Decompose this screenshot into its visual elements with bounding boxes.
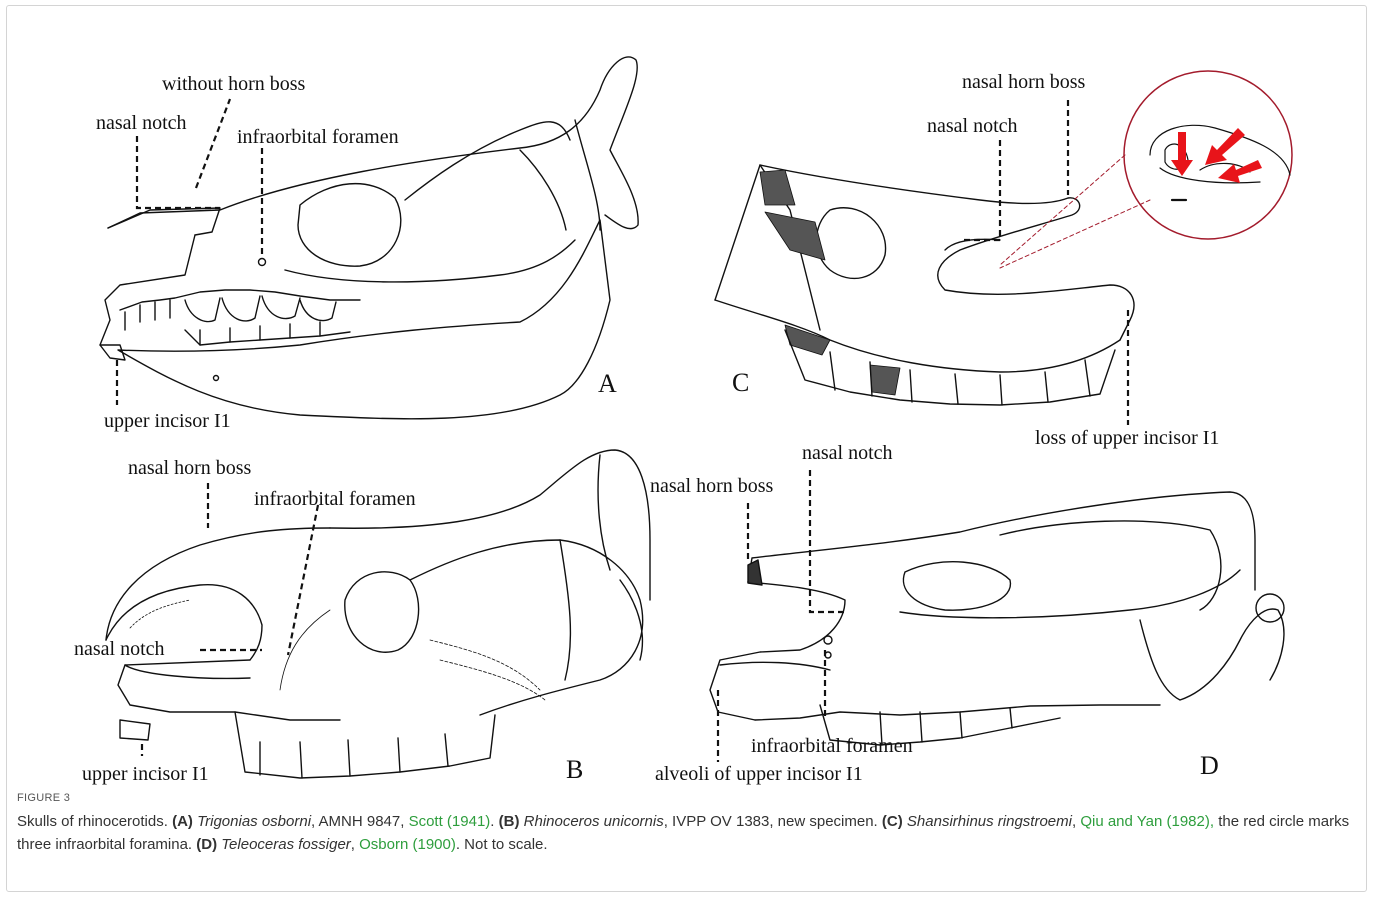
caption-d-tag: (D) xyxy=(196,836,217,853)
label-a-without-horn-boss: without horn boss xyxy=(162,73,306,95)
caption-b-tag: (B) xyxy=(499,813,520,830)
label-b-nasal-notch: nasal notch xyxy=(74,638,165,660)
label-d-infraorbital-foramen: infraorbital foramen xyxy=(751,735,913,757)
label-d-nasal-horn-boss: nasal horn boss xyxy=(650,475,774,497)
caption-b-specimen: , IVPP OV 1383, new specimen. xyxy=(664,813,882,830)
caption-c-reference-link[interactable]: Qiu and Yan (1982), xyxy=(1080,813,1214,830)
figure-caption: Skulls of rhinocerotids. (A) Trigonias o… xyxy=(17,810,1357,856)
caption-d-species: Teleoceras fossiger xyxy=(221,836,351,853)
caption-d-sep: , xyxy=(351,836,359,853)
label-c-loss-incisor: loss of upper incisor I1 xyxy=(1035,427,1219,449)
label-d-nasal-notch: nasal notch xyxy=(802,442,893,464)
label-a-nasal-notch: nasal notch xyxy=(96,112,187,134)
label-c-nasal-horn-boss: nasal horn boss xyxy=(962,71,1086,93)
panel-letter-c: C xyxy=(732,368,749,397)
caption-a-end: . xyxy=(490,813,498,830)
caption-intro: Skulls of rhinocerotids. xyxy=(17,813,172,830)
skull-d-drawing xyxy=(710,492,1284,745)
panel-letter-a: A xyxy=(598,369,617,398)
caption-a-tag: (A) xyxy=(172,813,193,830)
caption-a-species: Trigonias osborni xyxy=(197,813,311,830)
label-a-upper-incisor: upper incisor I1 xyxy=(104,410,231,432)
caption-c-tag: (C) xyxy=(882,813,903,830)
label-b-nasal-horn-boss: nasal horn boss xyxy=(128,457,252,479)
skull-c-drawing xyxy=(715,165,1134,405)
caption-a-specimen: , AMNH 9847, xyxy=(311,813,409,830)
label-c-nasal-notch: nasal notch xyxy=(927,115,1018,137)
caption-a-reference-link[interactable]: Scott (1941) xyxy=(409,813,491,830)
caption-c-species: Shansirhinus ringstroemi xyxy=(907,813,1072,830)
leader-lines xyxy=(117,99,1128,762)
caption-d-end: . Not to scale. xyxy=(456,836,548,853)
caption-d-reference-link[interactable]: Osborn (1900) xyxy=(359,836,456,853)
figure-artwork: without horn boss nasal notch infraorbit… xyxy=(0,0,1375,790)
label-d-alveoli: alveoli of upper incisor I1 xyxy=(655,763,863,785)
figure-label: FIGURE 3 xyxy=(17,792,70,804)
label-b-upper-incisor: upper incisor I1 xyxy=(82,763,209,785)
caption-b-species: Rhinoceros unicornis xyxy=(524,813,664,830)
panel-letter-d: D xyxy=(1200,751,1219,780)
panel-letter-b: B xyxy=(566,755,583,784)
label-b-infraorbital-foramen: infraorbital foramen xyxy=(254,488,416,510)
label-a-infraorbital-foramen: infraorbital foramen xyxy=(237,126,399,148)
